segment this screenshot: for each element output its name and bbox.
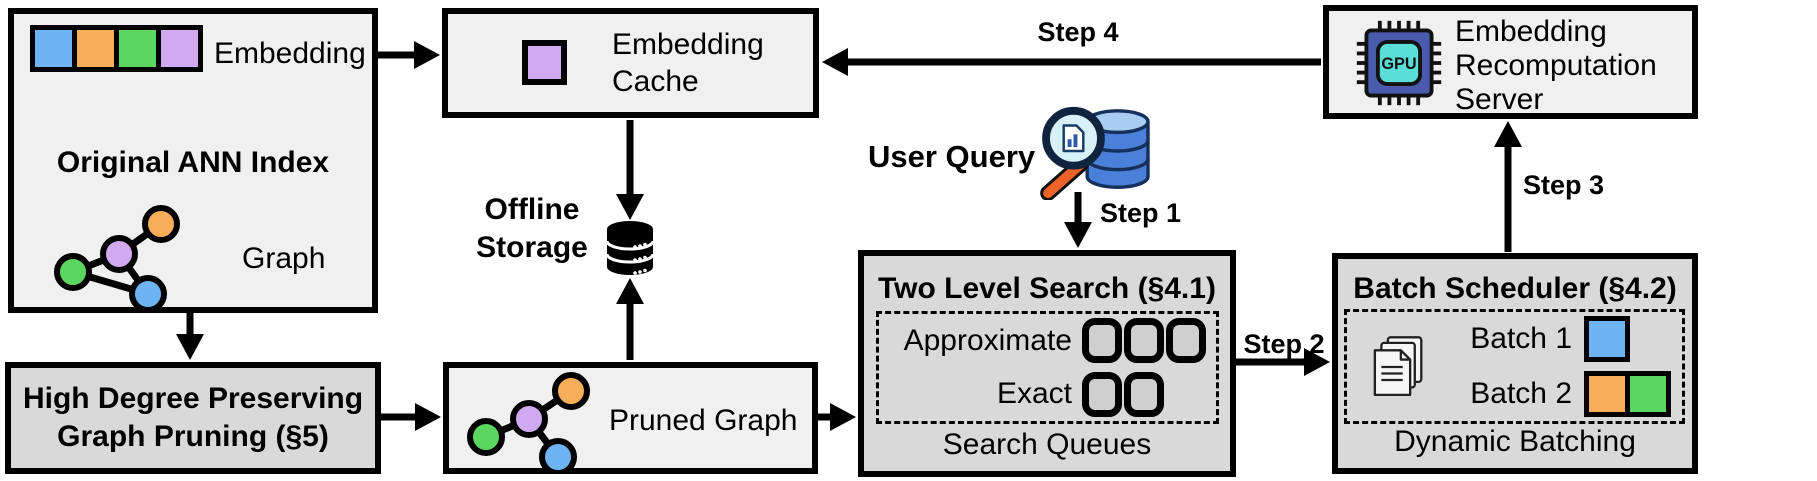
two-level-search-box: Two Level Search (§4.1) Approximate Exac… — [858, 250, 1236, 477]
exact-queue-icons — [1082, 371, 1164, 417]
arrow-pruned-to-storage — [616, 278, 644, 360]
pruned-graph-box: Pruned Graph — [443, 362, 818, 474]
batch2-label: Batch 2 — [1470, 376, 1572, 410]
arrow-pruned-to-search — [818, 403, 856, 431]
graph-icon — [54, 205, 180, 312]
pruned-graph-label: Pruned Graph — [609, 404, 798, 437]
embedding-vector-icon — [30, 25, 203, 72]
step2-label: Step 2 — [1243, 329, 1325, 359]
batch2-row: Batch 2 — [1425, 367, 1682, 422]
search-queues-panel: Approximate Exact — [876, 311, 1219, 424]
batch2-embedding-icons — [1584, 370, 1671, 417]
queue-cell — [1124, 318, 1164, 364]
step3-label: Step 3 — [1523, 170, 1605, 200]
original-ann-index-box: Embedding Original ANN Index Graph — [8, 8, 378, 313]
batch-scheduler-title: Batch Scheduler (§4.2) — [1353, 272, 1677, 305]
queue-cell — [1124, 371, 1164, 417]
queue-cell — [1082, 318, 1122, 364]
blue-cell — [1589, 321, 1625, 358]
arrow-step4-server-to-cache — [822, 48, 1321, 76]
documents-icon — [1373, 335, 1423, 396]
dynamic-batching-panel: Batch 1 Batch 2 — [1344, 309, 1685, 424]
two-level-search-title: Two Level Search (§4.1) — [878, 272, 1216, 305]
arrow-pruning-to-pruned — [381, 403, 441, 431]
arrow-step3-batch-to-server — [1494, 121, 1522, 252]
pruned-graph-icon — [467, 372, 590, 474]
embedding-recomputation-server-box: GPU Embedding Recomputation Server — [1323, 5, 1698, 119]
high-degree-pruning-label: High Degree Preserving Graph Pruning (§5… — [22, 382, 364, 453]
graph-label: Graph — [242, 242, 326, 275]
approximate-row: Approximate — [879, 314, 1216, 368]
purple-cell — [161, 30, 198, 67]
green-cell — [1630, 375, 1666, 412]
exact-row: Exact — [879, 368, 1216, 422]
high-degree-pruning-box: High Degree Preserving Graph Pruning (§5… — [5, 362, 381, 474]
arrow-step1-query-to-search — [1064, 192, 1092, 248]
cached-embedding-icon — [522, 40, 567, 85]
queue-cell — [1166, 318, 1206, 364]
arrow-ann-to-cache — [378, 41, 440, 69]
embedding-cache-label: Embedding Cache — [612, 28, 764, 98]
dynamic-batching-caption: Dynamic Batching — [1394, 425, 1636, 458]
blue-cell — [35, 30, 72, 67]
search-queues-caption: Search Queues — [942, 428, 1152, 461]
exact-label: Exact — [996, 377, 1072, 411]
offline-storage-label: Offline Storage — [476, 193, 588, 264]
original-ann-index-title: Original ANN Index — [56, 146, 330, 179]
batch1-label: Batch 1 — [1470, 322, 1572, 356]
embedding-cache-box: Embedding Cache — [442, 8, 819, 118]
orange-cell — [1589, 375, 1625, 412]
batch1-embedding-icons — [1584, 316, 1630, 363]
gpu-chip-icon: GPU — [1356, 20, 1442, 106]
batch1-row: Batch 1 — [1425, 312, 1682, 367]
embedding-label: Embedding — [214, 37, 366, 70]
database-icon — [605, 221, 655, 275]
arrow-cache-to-storage — [616, 120, 644, 220]
step1-label: Step 1 — [1100, 198, 1182, 228]
arrow-ann-to-pruning — [176, 313, 204, 360]
approximate-queue-icons — [1082, 318, 1206, 364]
recomputation-server-label: Embedding Recomputation Server — [1455, 15, 1657, 116]
gpu-text: GPU — [1381, 55, 1416, 73]
user-query-label: User Query — [868, 139, 1036, 174]
orange-cell — [77, 30, 114, 67]
step4-label: Step 4 — [1037, 17, 1119, 47]
batch-scheduler-box: Batch Scheduler (§4.2) — [1332, 253, 1698, 474]
query-magnifier-database-icon — [1040, 106, 1150, 200]
purple-cell — [528, 46, 561, 79]
queue-cell — [1082, 371, 1122, 417]
approximate-label: Approximate — [903, 323, 1072, 357]
green-cell — [119, 30, 156, 67]
